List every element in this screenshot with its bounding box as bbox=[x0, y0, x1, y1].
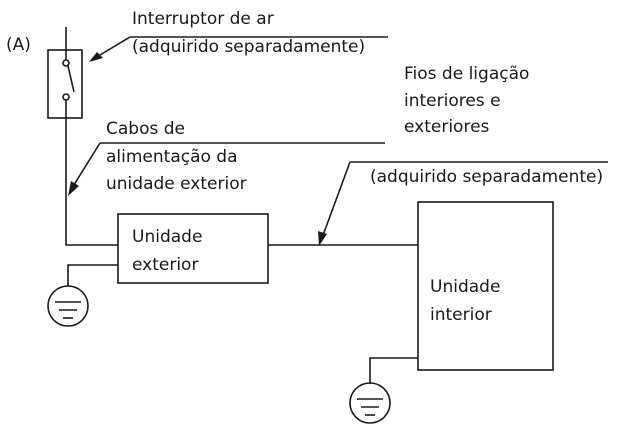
arrow-air-switch bbox=[89, 52, 103, 62]
outdoor-ground-wire bbox=[67, 264, 118, 286]
indoor-unit-box bbox=[417, 201, 554, 371]
outdoor-unit-label-line1: Unidade bbox=[132, 227, 203, 247]
marker-label: (A) bbox=[6, 35, 31, 55]
air-switch-label-line1: Interruptor de ar bbox=[132, 9, 274, 29]
indoor-ground-symbol bbox=[349, 382, 391, 424]
power-cable-line bbox=[65, 118, 118, 246]
wires-label-line1: Fios de ligação bbox=[404, 64, 530, 84]
power-cables-label-line2: alimentação da bbox=[106, 147, 238, 167]
outdoor-unit-box bbox=[117, 213, 269, 284]
arrow-power-cables bbox=[68, 181, 79, 196]
indoor-unit-label-line2: interior bbox=[430, 305, 492, 325]
wires-label-line2: interiores e bbox=[404, 91, 501, 111]
air-switch-label-line2: (adquirido separadamente) bbox=[132, 37, 366, 57]
arrow-wires bbox=[318, 231, 327, 246]
pointer-wires-diag bbox=[321, 161, 351, 239]
power-cables-label-line3: unidade exterior bbox=[106, 174, 247, 194]
outdoor-ground-symbol bbox=[47, 285, 89, 327]
wires-label-line3: exteriores bbox=[404, 117, 490, 137]
switch-blade bbox=[67, 65, 75, 93]
indoor-ground-wire bbox=[369, 357, 418, 384]
switch-node-bottom bbox=[62, 93, 70, 101]
ground-symbols bbox=[47, 285, 391, 424]
pointer-air-switch-top bbox=[94, 36, 131, 59]
wires-label-line4: (adquirido separadamente) bbox=[370, 167, 604, 187]
pointer-power-cables-diag bbox=[71, 142, 101, 189]
power-cables-label-line1: Cabos de bbox=[106, 119, 185, 139]
switch-node-top bbox=[62, 59, 70, 67]
outdoor-unit-label-line2: exterior bbox=[132, 255, 199, 275]
air-switch-box bbox=[47, 49, 83, 119]
indoor-unit-label-line1: Unidade bbox=[430, 277, 501, 297]
